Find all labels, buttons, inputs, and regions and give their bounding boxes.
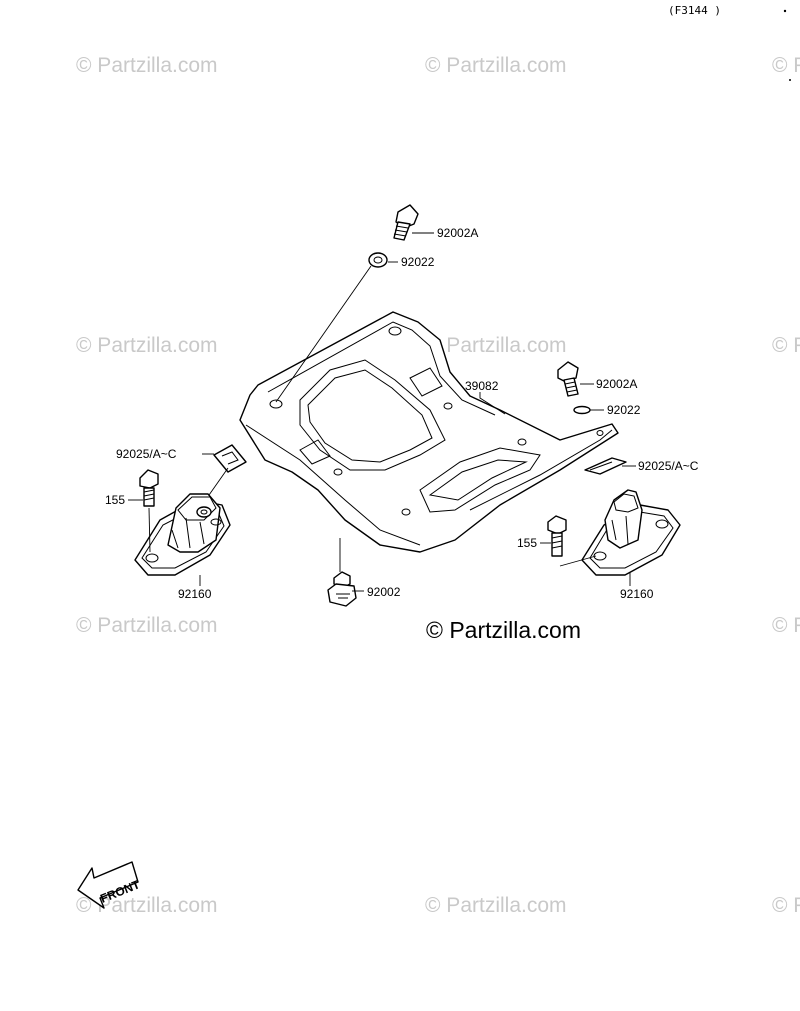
watermark-layer: © Partzilla.com © Partzilla.com © Partzi… (76, 54, 800, 917)
bolt-155-left (139, 469, 159, 507)
bolt-155-right (547, 515, 567, 557)
diagram-code: (F3144 ) (668, 4, 721, 17)
watermark: © Partzilla.com (76, 614, 218, 637)
mount-92160-left (134, 493, 231, 576)
label-92160-left: 92160 (178, 587, 212, 601)
watermark: © Partzilla.com (772, 334, 800, 357)
bolt-92002-bottom (327, 571, 357, 607)
partzilla-credit: © Partzilla.com (426, 617, 581, 643)
bolt-92002a-right (557, 361, 579, 397)
watermark: © Partzilla.com (425, 334, 567, 357)
watermark: © Partzilla.com (76, 334, 218, 357)
corner-dot (789, 79, 791, 81)
label-92022-top: 92022 (401, 255, 435, 269)
label-92025-left: 92025/A~C (116, 447, 177, 461)
label-155-right: 155 (517, 536, 537, 550)
watermark: © Partzilla.com (76, 54, 218, 77)
watermark: © Partzilla.com (772, 894, 800, 917)
leader-line (479, 392, 506, 415)
leader-line (148, 507, 151, 553)
leader-line (559, 555, 597, 567)
washer-92022-right (573, 405, 591, 415)
shim-92025-right (584, 457, 627, 475)
label-92160-right: 92160 (620, 587, 654, 601)
label-92025-right: 92025/A~C (638, 459, 699, 473)
label-92002-bottom: 92002 (367, 585, 401, 599)
label-92002a-right: 92002A (596, 377, 637, 391)
bolt-92002a-top (393, 204, 419, 241)
leader-line (275, 265, 372, 403)
label-92022-right: 92022 (607, 403, 641, 417)
shim-92025-left (213, 444, 247, 473)
watermark: © Partzilla.com (772, 614, 800, 637)
corner-dot (783, 9, 787, 13)
watermark: © Partzilla.com (425, 894, 567, 917)
label-155-left: 155 (105, 493, 125, 507)
mount-92160-right (581, 489, 681, 576)
label-39082: 39082 (465, 379, 499, 393)
watermark: © Partzilla.com (772, 54, 800, 77)
watermark: © Partzilla.com (76, 894, 218, 917)
washer-92022-top (368, 252, 388, 268)
watermark: © Partzilla.com (425, 54, 567, 77)
label-92002a-top: 92002A (437, 226, 478, 240)
frame-39082 (239, 311, 619, 553)
